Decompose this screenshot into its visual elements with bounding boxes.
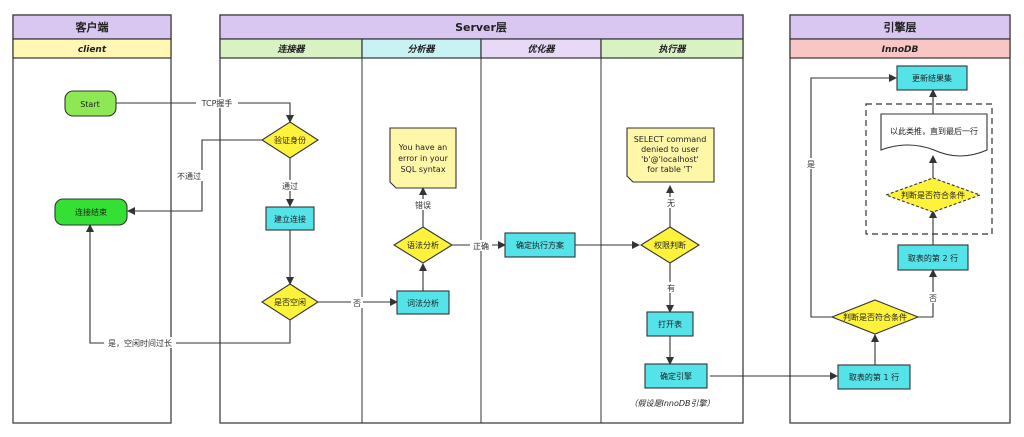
lane-client: 客户端 client — [12, 14, 172, 424]
node-error-note: You have an error in your SQL syntax — [389, 127, 457, 189]
node-check-cond-label: 判断是否符合条件 — [843, 312, 907, 322]
node-fetch-second: 取表的第 2 行 — [897, 244, 969, 271]
node-syntax-label: 语法分析 — [407, 240, 439, 250]
edge-label-tcp: TCP握手 — [201, 98, 233, 108]
deny-note-line-3: 'b'@'localhost' — [641, 155, 699, 164]
edge-labels: TCP握手 不通过 通过 否 是，空闲时间过长 错误 正确 无 有 是 否 — [104, 97, 939, 348]
node-fetch-first: 取表的第 1 行 — [837, 364, 911, 390]
node-lexical: 词法分析 — [396, 290, 450, 315]
node-build-conn-label: 建立连接 — [274, 214, 306, 224]
node-fetch-first-label: 取表的第 1 行 — [849, 372, 899, 382]
node-pick-engine: 确定引擎 — [644, 363, 708, 389]
node-repeat-note-label: 以此类推，直到最后一行 — [890, 126, 978, 136]
node-idle-label: 是否空闲 — [274, 297, 306, 307]
node-update-result: 更新结果集 — [896, 65, 968, 91]
node-pick-engine-label: 确定引擎 — [660, 371, 692, 381]
node-update-result-label: 更新结果集 — [912, 73, 952, 83]
edge-label-yes: 是 — [807, 160, 815, 169]
lane-client-title: 客户端 — [75, 20, 109, 34]
sublane-analyzer: 分析器 — [407, 44, 435, 55]
node-idle: 是否空闲 — [260, 283, 320, 321]
node-fetch-second-label: 取表的第 2 行 — [908, 253, 958, 263]
node-conn-end-label: 连接结束 — [75, 207, 107, 217]
deny-note-line-2: denied to user — [641, 145, 700, 154]
lane-server-title: Server层 — [455, 21, 507, 34]
lane-engine: 引擎层 InnoDB — [789, 14, 1011, 424]
lane-client-sub: client — [78, 45, 107, 55]
node-verify-label: 验证身份 — [274, 135, 306, 145]
edge-label-fail: 不通过 — [177, 171, 201, 181]
node-plan-label: 确定执行方案 — [516, 240, 564, 250]
node-open-table: 打开表 — [646, 311, 694, 337]
node-perm-label: 权限判断 — [654, 240, 686, 250]
lane-server: Server层 连接器 分析器 优化器 执行器 — [219, 14, 744, 424]
engine-assumption-note: （假设是InnoDB引擎） — [629, 399, 714, 408]
deny-note-line-1: SELECT command — [634, 135, 707, 144]
node-conn-end: 连接结束 — [54, 198, 128, 226]
lane-engine-title: 引擎层 — [884, 20, 917, 34]
edge-label-ok: 正确 — [473, 241, 489, 251]
edge-label-no: 否 — [353, 299, 361, 308]
error-note-line-1: You have an — [398, 143, 447, 152]
edge-label-has: 有 — [667, 283, 675, 293]
node-check-cond2-label: 判断是否符合条件 — [901, 190, 965, 200]
node-perm: 权限判断 — [639, 226, 701, 264]
node-plan: 确定执行方案 — [504, 232, 576, 258]
node-lexical-label: 词法分析 — [407, 298, 439, 308]
node-syntax: 语法分析 — [392, 226, 454, 264]
edge-label-yes-timeout: 是，空闲时间过长 — [108, 338, 172, 348]
repeat-loop-region — [865, 103, 993, 235]
lane-engine-sub: InnoDB — [882, 45, 919, 55]
node-build-conn: 建立连接 — [265, 206, 315, 231]
edge-label-error: 错误 — [415, 200, 431, 210]
node-check-cond: 判断是否符合条件 — [830, 299, 920, 335]
node-repeat-note: 以此类推，直到最后一行 — [880, 113, 988, 157]
edge-label-none: 无 — [667, 199, 675, 208]
node-deny-note: SELECT command denied to user 'b'@'local… — [626, 127, 715, 183]
deny-note-line-4: for table 'T' — [647, 165, 693, 174]
node-check-cond2: 判断是否符合条件 — [884, 177, 982, 213]
sublane-optimizer: 优化器 — [527, 44, 555, 55]
edge-label-no2: 否 — [929, 294, 937, 303]
node-open-table-label: 打开表 — [658, 319, 682, 329]
sublane-executor: 执行器 — [658, 44, 686, 55]
sublane-connector: 连接器 — [277, 44, 305, 55]
error-note-line-2: error in your — [398, 154, 448, 163]
node-start-label: Start — [80, 100, 100, 109]
node-verify: 验证身份 — [260, 121, 320, 159]
edge-label-pass: 通过 — [282, 181, 298, 191]
error-note-line-3: SQL syntax — [400, 165, 445, 174]
node-start: Start — [64, 90, 117, 117]
